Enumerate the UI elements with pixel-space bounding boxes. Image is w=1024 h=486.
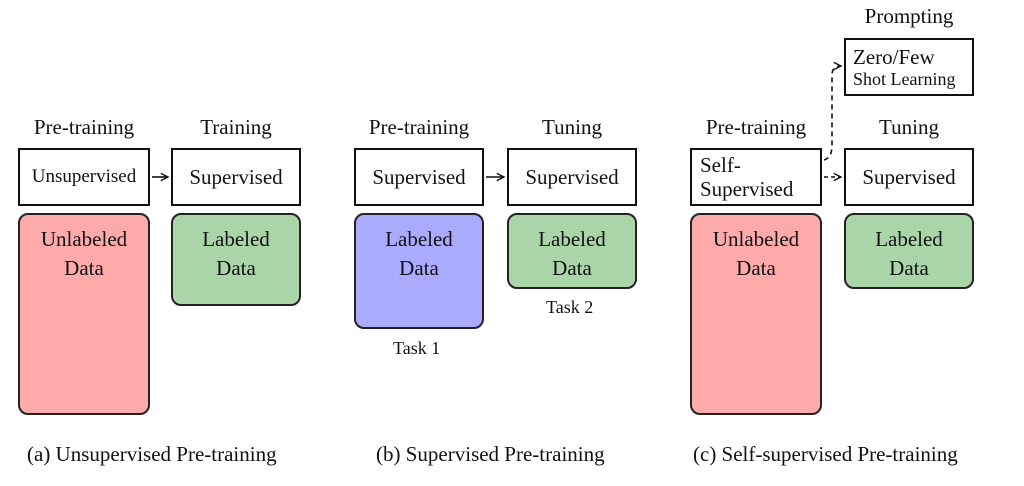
panel-b-labeled-data-task2-line1: Labeled	[538, 227, 606, 251]
panel-a-pretraining-label: Pre-training	[33, 115, 135, 139]
panel-b-supervised-box-2: Supervised	[507, 148, 637, 206]
panel-c-tuning-label: Tuning	[879, 115, 939, 139]
panel-b-pretraining-label: Pre-training	[368, 115, 470, 139]
panel-c-supervised-box: Supervised	[844, 148, 974, 206]
panel-c-unlabeled-data: Unlabeled Data	[690, 213, 822, 415]
panel-b-task2-label: Task 2	[546, 297, 594, 317]
panel-b-supervised-box-1: Supervised	[354, 148, 484, 206]
panel-c-pretraining-label: Pre-training	[705, 115, 807, 139]
panel-a-labeled-data-line1: Labeled	[202, 227, 270, 251]
panel-c-labeled-data-line2: Data	[889, 255, 929, 280]
panel-c-caption: (c) Self-supervised Pre-training	[693, 442, 958, 466]
panel-b-labeled-data-task2: Labeled Data	[507, 213, 637, 289]
panel-a-supervised-text: Supervised	[189, 164, 283, 189]
panel-b-supervised-text-2: Supervised	[525, 164, 619, 189]
panel-c-shot-learning-text: Shot Learning	[853, 68, 956, 89]
panel-c-dashed-arrow-prompting	[823, 66, 841, 161]
panel-b-supervised-text-1: Supervised	[372, 164, 466, 189]
panel-b-labeled-data-task1-line2: Data	[399, 255, 439, 280]
panel-a-unsupervised-box: Unsupervised	[18, 148, 150, 206]
panel-a-unlabeled-data-line2: Data	[64, 255, 104, 280]
panel-a-unlabeled-data: Unlabeled Data	[18, 213, 150, 415]
panel-c-zero-few-text: Zero/Few	[853, 44, 935, 69]
panel-b-task1-label: Task 1	[393, 338, 441, 358]
panel-b-tuning-label: Tuning	[542, 115, 602, 139]
panel-c-labeled-data-line1: Labeled	[875, 227, 943, 251]
panel-a-supervised-box: Supervised	[171, 148, 301, 206]
panel-b-caption: (b) Supervised Pre-training	[376, 442, 605, 466]
panel-c-labeled-data: Labeled Data	[844, 213, 974, 289]
panel-c-unlabeled-data-line1: Unlabeled	[712, 227, 800, 251]
panel-b-labeled-data-task2-line2: Data	[552, 255, 592, 280]
panel-a-labeled-data-line2: Data	[216, 255, 256, 280]
panel-c-zero-few-shot-box: Zero/Few Shot Learning	[844, 38, 974, 96]
panel-a-unsupervised-text: Unsupervised	[31, 166, 137, 188]
panel-c-supervised-text: Supervised	[700, 177, 794, 201]
panel-a-caption: (a) Unsupervised Pre-training	[27, 442, 277, 466]
panel-b-labeled-data-task1: Labeled Data	[354, 213, 484, 329]
panel-c-self-supervised-box: Self- Supervised	[690, 148, 822, 206]
panel-a-labeled-data: Labeled Data	[171, 213, 301, 306]
panel-a-unlabeled-data-line1: Unlabeled	[40, 227, 128, 251]
panel-b-labeled-data-task1-line1: Labeled	[385, 227, 453, 251]
panel-c-tuning-supervised-text: Supervised	[862, 164, 956, 189]
panel-c-self-text: Self-	[700, 152, 741, 177]
panel-c-prompting-label: Prompting	[864, 4, 954, 28]
panel-a-training-label: Training	[200, 115, 272, 139]
panel-c-unlabeled-data-line2: Data	[736, 255, 776, 280]
